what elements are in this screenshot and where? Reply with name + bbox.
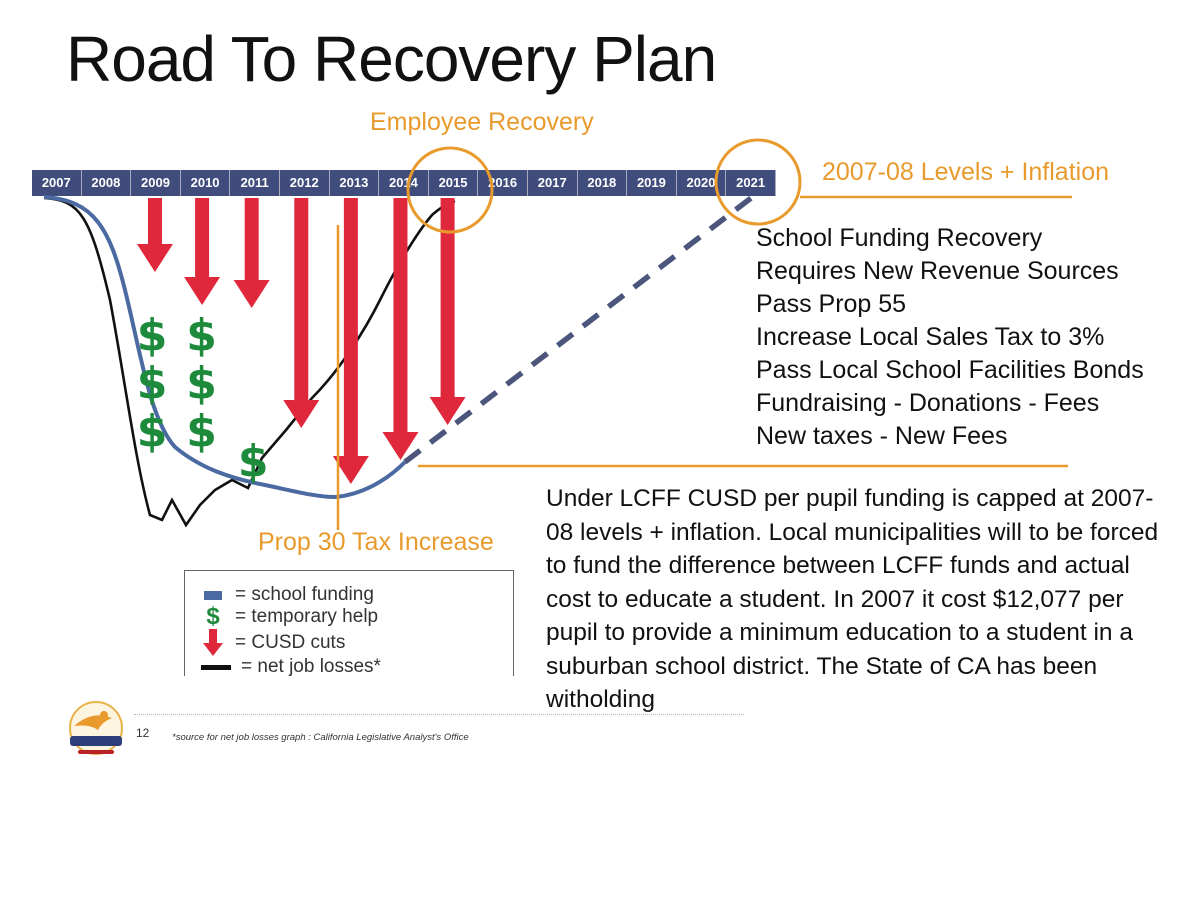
timeline-year-2019: 2019: [627, 170, 677, 196]
cusd-cut-arrow: [332, 198, 369, 484]
timeline-year-2015: 2015: [428, 170, 479, 196]
recovery-item: Pass Prop 55: [756, 290, 907, 318]
cusd-cut-arrow: [429, 198, 466, 425]
legend-item-temporary-help: $ = temporary help: [201, 603, 379, 630]
recovery-item: Requires New Revenue Sources: [756, 257, 1119, 285]
dollar-icon: $: [186, 358, 217, 409]
footer-divider: [134, 714, 744, 715]
district-logo-icon: [69, 701, 123, 755]
page-title: Road To Recovery Plan: [66, 23, 717, 95]
dollar-icon: $: [238, 436, 269, 487]
timeline-year-2013: 2013: [329, 170, 380, 196]
page-number: 12: [136, 726, 150, 740]
cusd-cut-arrow: [233, 198, 270, 308]
dollar-icon: $: [137, 406, 168, 457]
timeline-year-2016: 2016: [478, 170, 528, 196]
recovery-item: New taxes - New Fees: [756, 422, 1008, 450]
recovery-item: Pass Local School Facilities Bonds: [756, 356, 1144, 384]
black-line-icon: [201, 664, 231, 670]
dollar-icon: $: [186, 310, 217, 361]
recovery-item: Fundraising - Donations - Fees: [756, 389, 1100, 417]
cusd-cut-arrow: [136, 198, 173, 272]
projection-dashed-line: [403, 192, 757, 465]
levels-inflation-circle: [714, 138, 802, 226]
timeline-year-2007: 2007: [32, 170, 82, 196]
recovery-list: School Funding Recovery Requires New Rev…: [756, 222, 1144, 453]
timeline-year-2018: 2018: [577, 170, 628, 196]
timeline-year-2008: 2008: [81, 170, 132, 196]
legend-item-net-job-losses: = net job losses*: [201, 656, 381, 676]
legend-item-cusd-cuts: = CUSD cuts: [201, 629, 346, 656]
levels-inflation-label: 2007-08 Levels + Inflation: [822, 158, 1110, 186]
timeline-year-2021: 2021: [726, 170, 776, 196]
legend-label: = net job losses*: [241, 656, 381, 676]
timeline-year-2010: 2010: [180, 170, 231, 196]
employee-recovery-label: Employee Recovery: [370, 108, 594, 136]
source-note: *source for net job losses graph : Calif…: [172, 732, 469, 743]
timeline-year-2009: 2009: [131, 170, 181, 196]
dollar-icon: $: [137, 310, 168, 361]
red-arrow-icon: [203, 629, 223, 656]
recovery-item: School Funding Recovery: [756, 224, 1043, 252]
net-job-losses-line: [43, 196, 456, 528]
legend-label: = CUSD cuts: [235, 632, 346, 653]
dollar-icon: $: [186, 406, 217, 457]
prop30-label: Prop 30 Tax Increase: [258, 528, 494, 556]
legend-label: = school funding: [235, 584, 374, 605]
cusd-cut-arrow: [184, 198, 221, 305]
legend-item-school-funding: = school funding: [201, 584, 374, 605]
recovery-item: Increase Local Sales Tax to 3%: [756, 323, 1105, 351]
dollar-icon: $: [206, 603, 220, 630]
cusd-cut-arrow: [382, 198, 419, 460]
timeline-year-2011: 2011: [230, 170, 280, 196]
lcff-paragraph: Under LCFF CUSD per pupil funding is cap…: [546, 485, 1159, 713]
legend-label: = temporary help: [235, 606, 379, 627]
school-funding-line: [43, 195, 407, 500]
chart-legend: = school funding $ = temporary help = CU…: [184, 570, 514, 676]
dollar-icon: $: [137, 358, 168, 409]
employee-recovery-circle: [406, 146, 494, 234]
cusd-cut-arrow: [283, 198, 320, 428]
funding-swatch-icon: [204, 590, 222, 600]
timeline-year-2012: 2012: [279, 170, 330, 196]
timeline-year-2017: 2017: [527, 170, 578, 196]
